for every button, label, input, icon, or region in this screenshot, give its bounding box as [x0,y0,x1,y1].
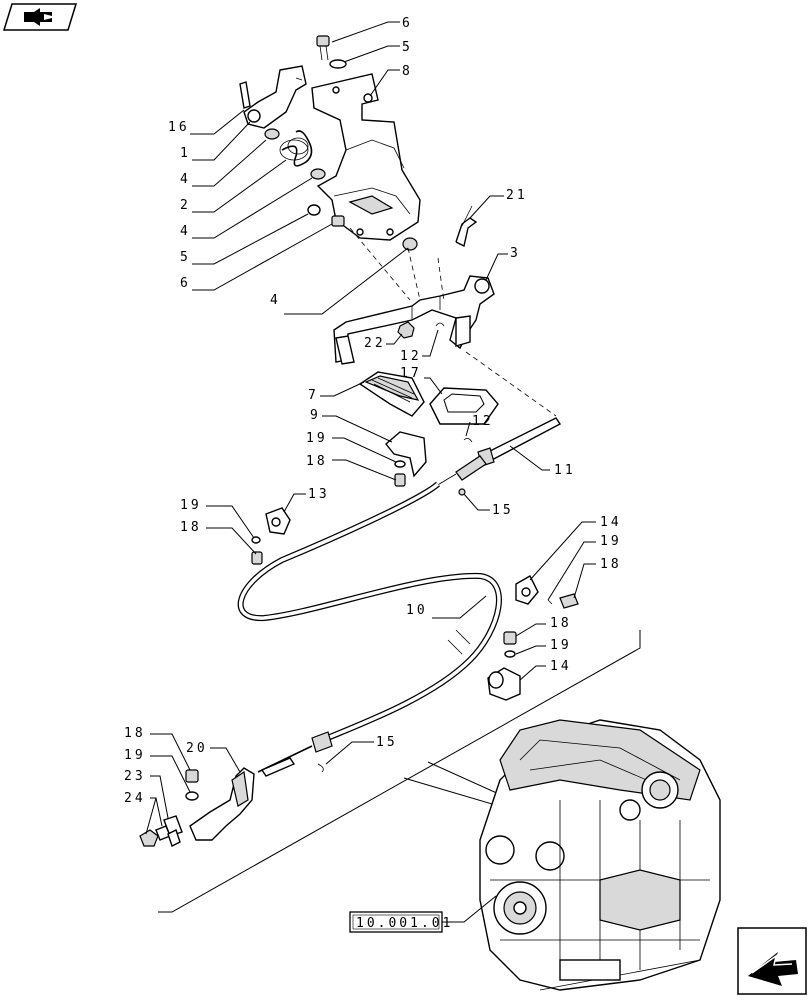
clip-15-lower [317,763,324,773]
callout-20: 20 [186,741,208,756]
callout-12: 12 [472,414,494,429]
bolts-24 [139,825,181,847]
callout-21: 21 [506,188,528,203]
callout-6: 6 [180,276,191,291]
callout-14: 14 [600,515,622,530]
engine-illustration [479,719,721,991]
callout-18: 18 [124,726,146,741]
bushing-a [264,128,280,140]
next-page-arrow-icon[interactable] [737,927,807,995]
callout-1: 1 [180,146,191,161]
pedal-support-bracket [311,73,421,241]
callout-15: 15 [492,503,514,518]
book-arrow-icon[interactable] [2,3,78,31]
screw-21 [455,205,478,248]
clip-upper [435,322,445,327]
dash-axis-d [465,351,557,417]
callout-2: 2 [180,198,191,213]
rubber-cover [429,387,499,425]
lower-bracket [163,767,255,841]
callout-18: 18 [550,616,572,631]
screw-b [331,215,345,227]
clip-lower [463,438,473,443]
callout-9: 9 [310,408,321,423]
washer-top [329,59,347,69]
callout-8: 8 [402,64,413,79]
dash-axis-a [407,247,421,301]
callout-6: 6 [402,16,413,31]
callout-16: 16 [168,120,190,135]
callout-3: 3 [510,246,521,261]
callout-17: 17 [400,366,422,381]
guide-line-lower [158,630,641,913]
pedal-lever [333,275,495,365]
callout-19: 19 [550,638,572,653]
callout-13: 13 [308,487,330,502]
callout-24: 24 [124,791,146,806]
cable-upper-end [435,455,487,496]
callout-18: 18 [306,454,328,469]
callout-4: 4 [180,224,191,239]
callout-4: 4 [270,293,281,308]
callout-4: 4 [180,172,191,187]
cable-clamp-14-lower [487,631,521,701]
connecting-rod [477,417,562,467]
cable-lower-end [257,731,333,777]
callout-5: 5 [180,250,191,265]
callout-7: 7 [308,388,319,403]
pedal-arm-hinge [239,65,307,129]
callout-18: 18 [600,557,622,572]
callouts: 16 1 4 2 4 5 6 6 5 8 21 3 4 22 12 7 17 [124,16,622,835]
pedal-pad [358,371,425,417]
dash-axis-c [349,227,411,301]
washer-b [307,204,321,216]
callout-19: 19 [180,498,202,513]
bushing-b [310,168,326,180]
callout-19: 19 [306,431,328,446]
cable-bracket [385,431,427,487]
callout-19: 19 [600,534,622,549]
screw-top [316,35,330,61]
spring [279,130,313,167]
callout-10: 10 [406,603,428,618]
callout-23: 23 [124,769,146,784]
bushing-c [402,237,418,251]
dash-axis-b [437,257,445,303]
callout-15: 15 [376,735,398,750]
reference-box-label: 10.001.01 [356,916,453,931]
callout-22: 22 [364,336,386,351]
callout-12: 12 [400,349,422,364]
reference-box[interactable]: 10.001.01 [349,895,497,933]
cable-clamp-14-upper [515,575,579,609]
callout-11: 11 [554,463,576,478]
callout-14: 14 [550,659,572,674]
callout-19: 19 [124,748,146,763]
callout-5: 5 [402,40,413,55]
cable-clamp-13 [251,507,291,565]
callout-18: 18 [180,520,202,535]
pin [239,81,251,109]
